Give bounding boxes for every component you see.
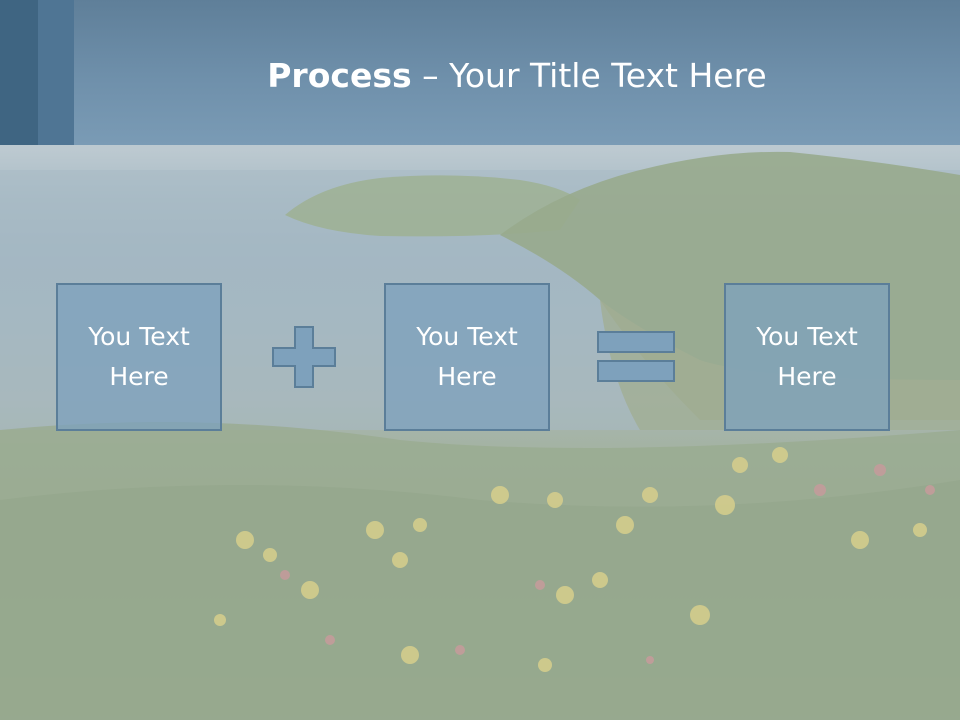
plus-icon xyxy=(272,326,336,388)
process-box-3-text: You Text Here xyxy=(756,322,858,391)
accent-bar-dark xyxy=(0,0,38,145)
title-bold: Process xyxy=(267,56,412,95)
process-box-2-text: You Text Here xyxy=(416,322,518,391)
title-band: Process – Your Title Text Here xyxy=(0,0,960,145)
title-rest: Your Title Text Here xyxy=(449,56,767,95)
process-box-1[interactable]: You Text Here xyxy=(56,283,222,431)
process-box-3[interactable]: You Text Here xyxy=(724,283,890,431)
equals-icon xyxy=(597,331,675,382)
process-box-2[interactable]: You Text Here xyxy=(384,283,550,431)
title-dash: – xyxy=(411,56,450,95)
slide-title[interactable]: Process – Your Title Text Here xyxy=(74,52,960,100)
process-box-1-text: You Text Here xyxy=(88,322,190,391)
accent-bar-light xyxy=(38,0,74,145)
